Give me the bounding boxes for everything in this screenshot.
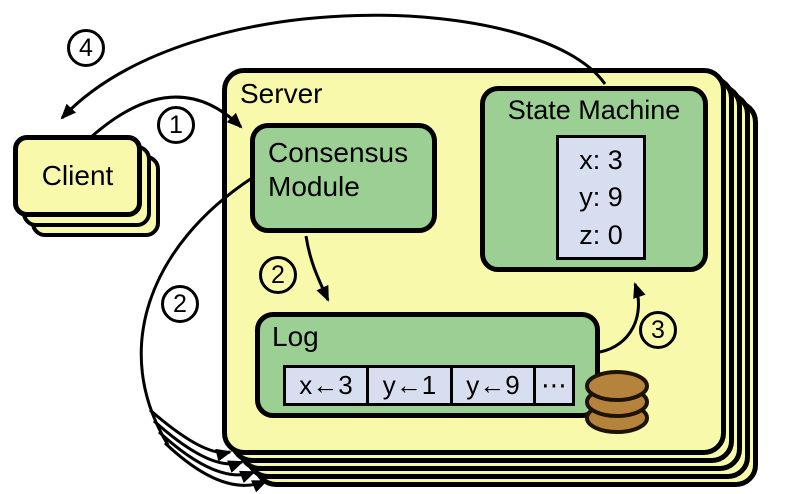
consensus-module-label-line2: Module bbox=[268, 171, 360, 202]
step-2-number: 2 bbox=[173, 289, 187, 318]
log-entry-cell: y←9 bbox=[450, 365, 536, 406]
disk-icon bbox=[585, 370, 649, 434]
step-2-badge-replication: 2 bbox=[161, 285, 199, 323]
server-label: Server bbox=[240, 78, 323, 109]
state-machine-variables: x: 3 y: 9 z: 0 bbox=[556, 135, 646, 260]
log-label: Log bbox=[272, 321, 319, 352]
log-entry-cell: x←3 bbox=[283, 365, 369, 406]
state-machine-box: State Machine x: 3 y: 9 z: 0 bbox=[480, 86, 708, 272]
log-entry-cell: y←1 bbox=[366, 365, 453, 406]
log-entries-row: x←3 y←1 y←9 ⋯ bbox=[283, 365, 575, 406]
step-3-badge: 3 bbox=[639, 311, 677, 349]
step-1-number: 1 bbox=[169, 110, 183, 139]
log-entry-cell: ⋯ bbox=[533, 365, 575, 406]
step-1-badge: 1 bbox=[157, 106, 195, 144]
arrow-replicate-to-server bbox=[149, 408, 232, 462]
step-3-number: 3 bbox=[651, 315, 665, 344]
consensus-module-label-line1: Consensus bbox=[268, 137, 409, 168]
log-box: Log x←3 y←1 y←9 ⋯ bbox=[255, 312, 600, 418]
step-2-number: 2 bbox=[271, 260, 285, 289]
state-machine-label: State Machine bbox=[507, 95, 681, 125]
client-box: Client bbox=[13, 135, 142, 217]
step-2-badge-log-append: 2 bbox=[259, 256, 297, 294]
state-entry: y: 9 bbox=[579, 182, 623, 212]
client-label: Client bbox=[41, 160, 114, 191]
step-4-badge: 4 bbox=[67, 29, 105, 67]
consensus-module-box: Consensus Module bbox=[250, 123, 437, 233]
state-entry: z: 0 bbox=[579, 219, 623, 250]
state-entry: x: 3 bbox=[579, 144, 623, 175]
step-4-number: 4 bbox=[79, 33, 93, 62]
